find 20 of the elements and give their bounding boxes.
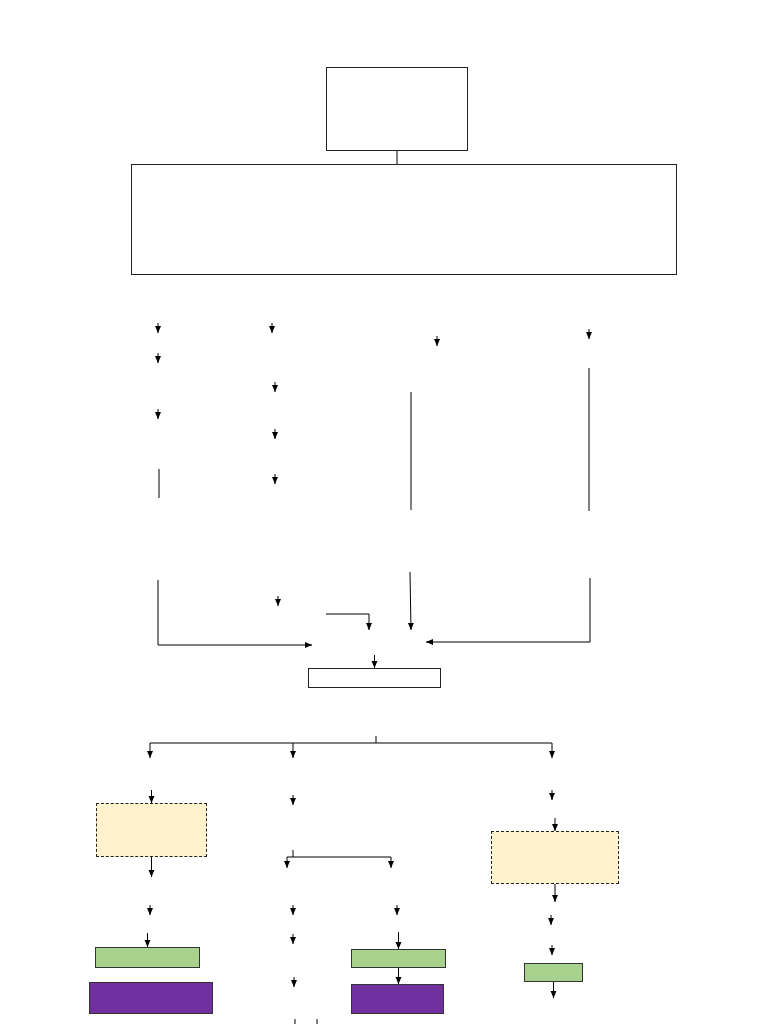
process-box bbox=[326, 67, 468, 151]
note-box bbox=[96, 803, 207, 857]
process-box bbox=[351, 984, 444, 1014]
arrow bbox=[148, 789, 155, 804]
arrow bbox=[148, 856, 155, 878]
arrow bbox=[552, 817, 558, 832]
process-box bbox=[351, 949, 446, 968]
arrow bbox=[371, 654, 378, 669]
process-box bbox=[131, 164, 677, 275]
process-box bbox=[95, 947, 200, 968]
arrow bbox=[550, 981, 557, 999]
process-box bbox=[89, 982, 213, 1014]
arrow bbox=[144, 932, 151, 948]
process-box bbox=[308, 668, 441, 688]
arrow bbox=[395, 931, 402, 950]
process-box bbox=[524, 963, 583, 982]
arrow bbox=[395, 967, 402, 985]
connector-line bbox=[396, 150, 398, 165]
note-box bbox=[491, 831, 619, 884]
arrow bbox=[552, 883, 558, 903]
